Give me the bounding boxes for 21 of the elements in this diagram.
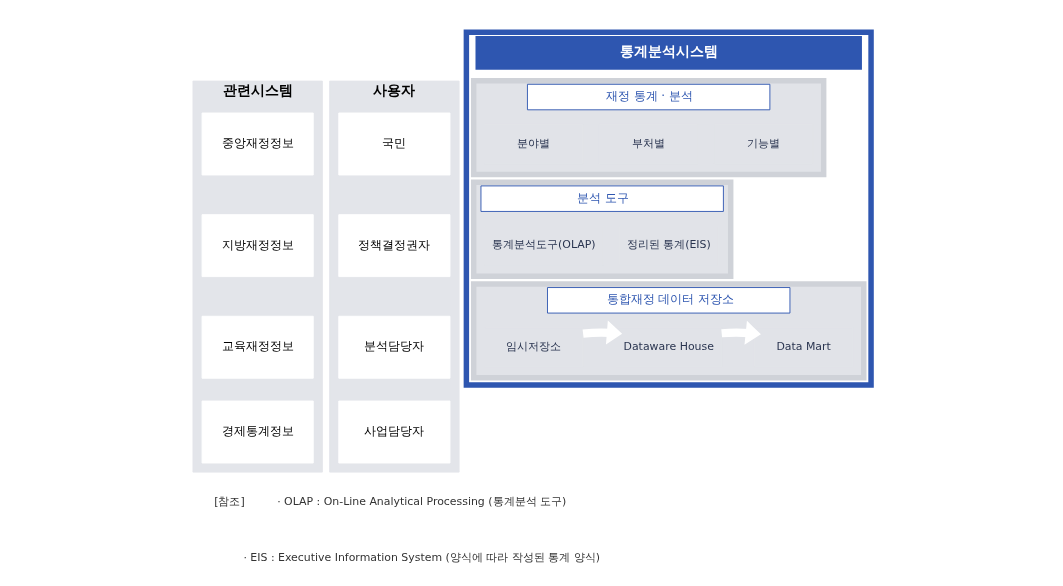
node-box: 분석담당자 <box>337 315 450 379</box>
node-text: Dataware House <box>623 340 714 354</box>
label: · OLAP : On-Line Analytical Processing (통계분석 도구) <box>276 495 566 509</box>
arrow <box>720 320 761 345</box>
node-text: 임시저장소 <box>505 340 561 354</box>
label: · EIS : Executive Information System (양식에 따라 작성된 통계 양식) <box>242 550 600 564</box>
node-text: 통계분석도구(OLAP) <box>491 238 596 252</box>
arrow <box>582 320 622 345</box>
node-text: Data Mart <box>775 340 831 354</box>
node-box: 경제통계정보 <box>201 400 314 464</box>
node-text: 기능별 <box>746 136 780 150</box>
node-box: 국민 <box>337 112 450 176</box>
label: [참조] <box>213 495 245 509</box>
node-text: 부처별 <box>631 136 665 150</box>
node-box: 지방재정정보 <box>201 214 314 278</box>
node-text: 분야별 <box>516 136 550 150</box>
node-box: 사업담당자 <box>337 400 450 464</box>
node-text: 정리된 통계(EIS) <box>626 238 711 252</box>
node-box: 교육재정정보 <box>201 315 314 379</box>
node-box: 정책결정권자 <box>337 214 450 278</box>
node-box: 중앙재정정보 <box>201 112 314 176</box>
